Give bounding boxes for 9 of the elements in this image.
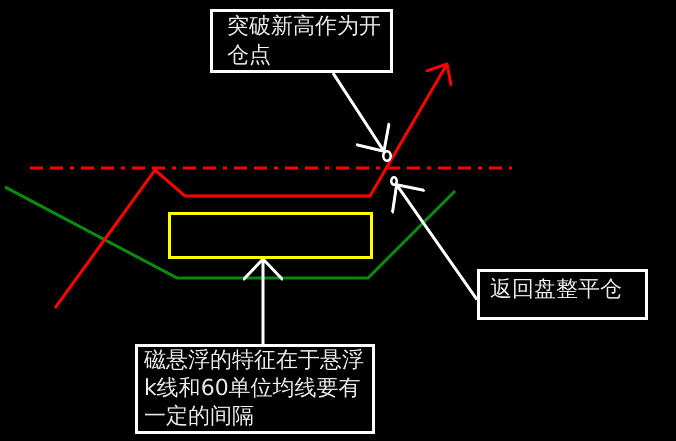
circle-marker bbox=[390, 176, 398, 186]
callout-box: 磁悬浮的特征在于悬浮k线和60单位均线要有一定的间隔 bbox=[135, 344, 375, 434]
callout-box: 返回盘整平仓 bbox=[477, 269, 648, 320]
outlined-box bbox=[168, 212, 373, 259]
callout-box: 突破新高作为开仓点 bbox=[210, 9, 393, 73]
arrow bbox=[242, 258, 284, 344]
arrow bbox=[391, 183, 478, 300]
circle-marker bbox=[382, 150, 392, 162]
arrow bbox=[332, 72, 390, 153]
